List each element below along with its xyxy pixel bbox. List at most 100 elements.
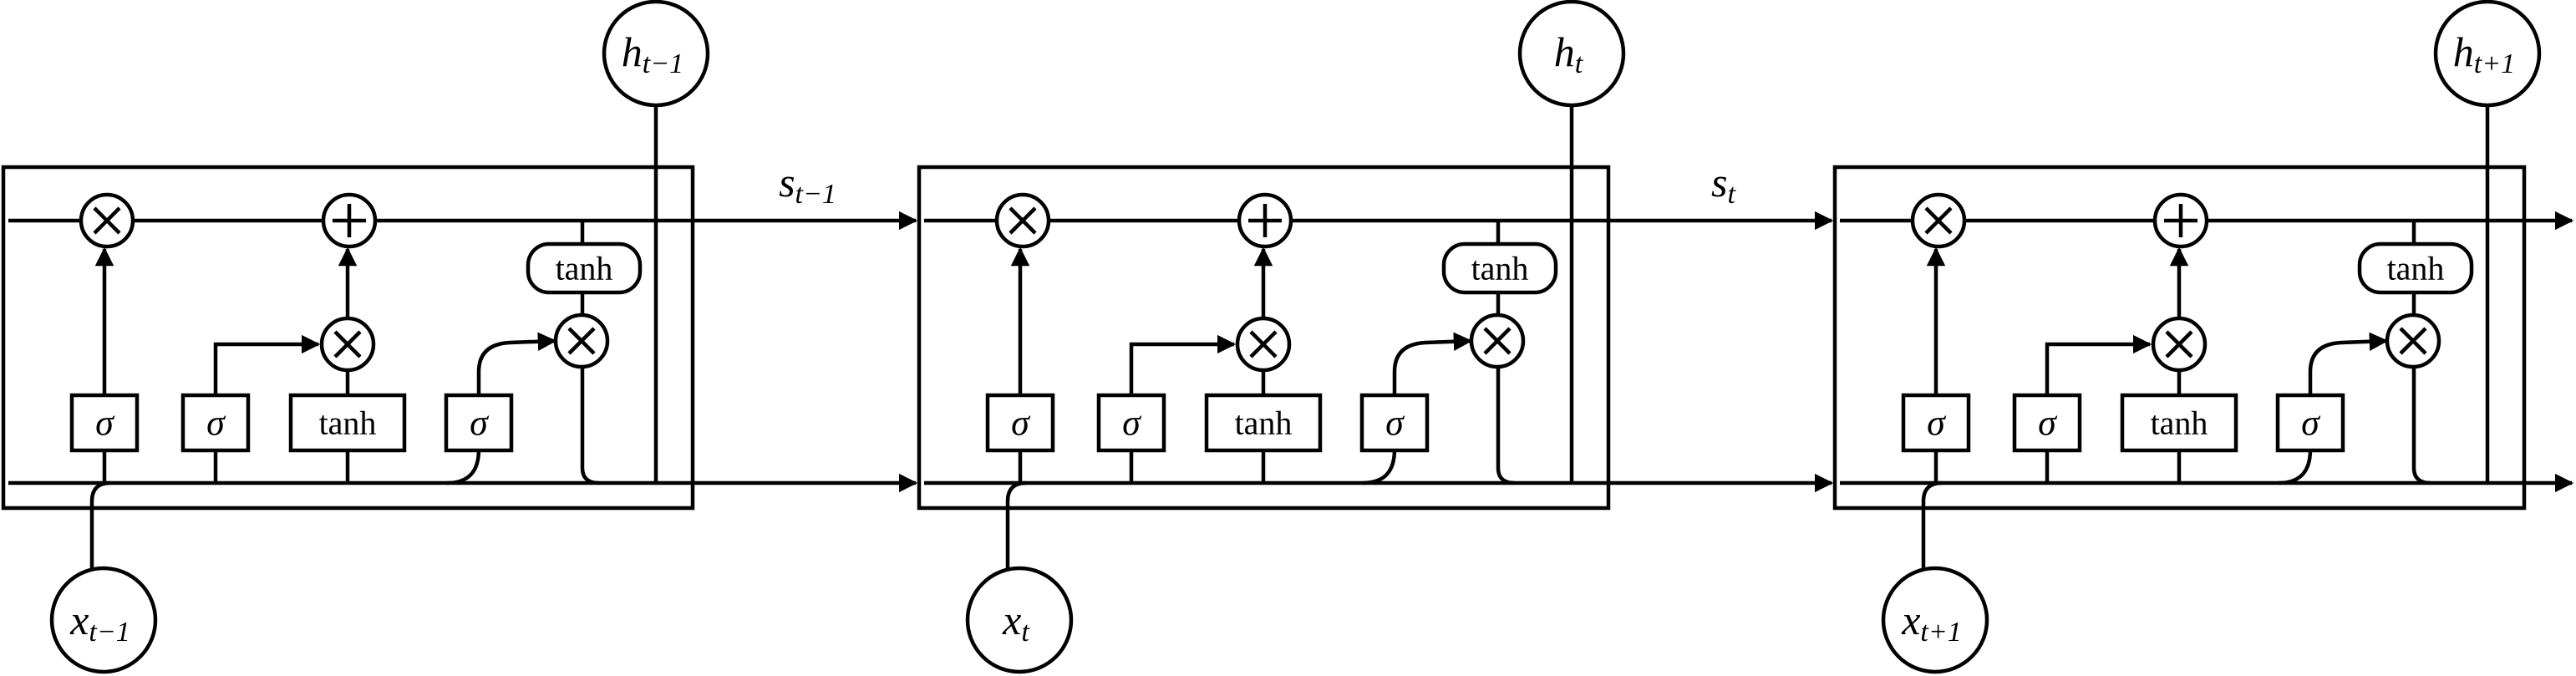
output-label-sub: t (1575, 48, 1584, 79)
state-label-2: st (1711, 159, 1736, 210)
input-stem (1005, 480, 1027, 568)
cell-tanh: tanh (2357, 241, 2474, 295)
candidate-gate-label: tanh (1235, 404, 1293, 442)
cell-tanh: tanh (526, 241, 643, 295)
output-node (1517, 0, 1626, 108)
output-gate-output (476, 332, 557, 395)
state-label-1-sub: t−1 (795, 179, 836, 210)
output-multiply-op-cross-b (1483, 327, 1512, 355)
output-gate: σ (444, 393, 514, 453)
output-multiply-op (553, 313, 610, 369)
input-node (1881, 566, 1989, 674)
output-multiply-op-cross-b (567, 327, 596, 355)
state-label-1: st−1 (779, 159, 836, 210)
output-gate-input (446, 449, 481, 485)
output-to-hidden (2411, 367, 2431, 485)
output-gate-label: σ (470, 403, 490, 444)
forget-gate: σ (1901, 393, 1971, 453)
output-gate: σ (1359, 393, 1430, 453)
input-label: xt (1002, 597, 1030, 648)
output-label: ht+1 (2453, 28, 2515, 79)
output-gate-input (1362, 449, 1397, 485)
input-gate-output (213, 334, 321, 395)
forget-gate-label: σ (1927, 403, 1947, 444)
output-gate: σ (2275, 393, 2345, 453)
input-multiply-op-cross-b (2165, 330, 2193, 358)
output-to-hidden (580, 367, 600, 485)
input-stem (89, 480, 111, 568)
output-gate-output (2308, 332, 2389, 395)
input-gate-label: σ (2038, 403, 2058, 444)
cell-tanh-label: tanh (1471, 250, 1529, 287)
input-multiply-op-cross-b (333, 330, 362, 358)
input-multiply-op-cross-b (1249, 330, 1278, 358)
input-gate-label: σ (206, 403, 226, 444)
input-multiply-op (319, 316, 376, 373)
output-gate-input (2278, 449, 2313, 485)
forget-gate-label: σ (1011, 403, 1031, 444)
input-gate: σ (180, 393, 251, 453)
forget-multiply-op-cross-b (93, 206, 121, 235)
input-label: xt−1 (69, 597, 130, 648)
state-label-2-sub: t (1728, 179, 1737, 210)
output-label: ht−1 (622, 28, 683, 79)
output-node (602, 0, 710, 108)
output-gate-box (444, 393, 514, 453)
candidate-gate: tanh (288, 393, 407, 453)
cell-add-op (321, 192, 378, 249)
output-multiply-op-cross-b (2399, 327, 2427, 355)
output-label: ht (1554, 28, 1584, 79)
input-gate-label: σ (1122, 403, 1142, 444)
forget-multiply-op (1910, 192, 1967, 249)
candidate-gate-label: tanh (319, 404, 377, 442)
output-label-sub: t−1 (643, 48, 683, 79)
candidate-gate: tanh (1204, 393, 1323, 453)
input-label: xt+1 (1901, 597, 1962, 648)
candidate-gate-label: tanh (2151, 404, 2208, 442)
input-label-sub: t (1021, 617, 1030, 648)
output-label-sub: t+1 (2474, 48, 2515, 79)
output-gate-output (1392, 332, 1473, 395)
forget-multiply-op (79, 192, 135, 249)
state-label-2-main: s (1711, 159, 1727, 206)
forget-gate-label: σ (95, 403, 115, 444)
input-multiply-op (2151, 316, 2208, 373)
forget-gate: σ (985, 393, 1055, 453)
input-gate-box (180, 393, 251, 453)
cell-add-op (2152, 192, 2209, 249)
cell-tanh-label: tanh (2387, 250, 2445, 287)
forget-multiply-op (994, 192, 1051, 249)
input-gate-output (1129, 334, 1237, 395)
input-label-main: x (69, 597, 89, 643)
output-label-main: h (1554, 28, 1575, 75)
input-gate-output (2045, 334, 2152, 395)
output-gate-label: σ (1385, 403, 1405, 444)
input-label-sub: t−1 (89, 617, 130, 648)
cell-tanh-label: tanh (556, 250, 613, 287)
input-node (965, 566, 1074, 674)
input-gate-box (2012, 393, 2082, 453)
output-node (2433, 0, 2542, 108)
forget-multiply-op-cross-b (1924, 206, 1953, 235)
output-multiply-op (2385, 313, 2441, 369)
input-gate: σ (2012, 393, 2082, 453)
input-label-main: x (1002, 597, 1021, 643)
input-stem (1921, 480, 1943, 568)
output-label-main: h (622, 28, 643, 75)
output-to-hidden (1496, 367, 1516, 485)
cell-tanh: tanh (1441, 241, 1558, 295)
input-gate: σ (1096, 393, 1166, 453)
output-multiply-op (1469, 313, 1526, 369)
forget-gate: σ (69, 393, 140, 453)
output-gate-label: σ (2301, 403, 2321, 444)
input-node (49, 566, 158, 674)
input-label-main: x (1901, 597, 1920, 643)
output-label-main: h (2453, 28, 2474, 75)
candidate-gate: tanh (2120, 393, 2238, 453)
input-multiply-op (1235, 316, 1292, 373)
cell-add-op (1237, 192, 1293, 249)
state-label-1-main: s (779, 159, 795, 206)
